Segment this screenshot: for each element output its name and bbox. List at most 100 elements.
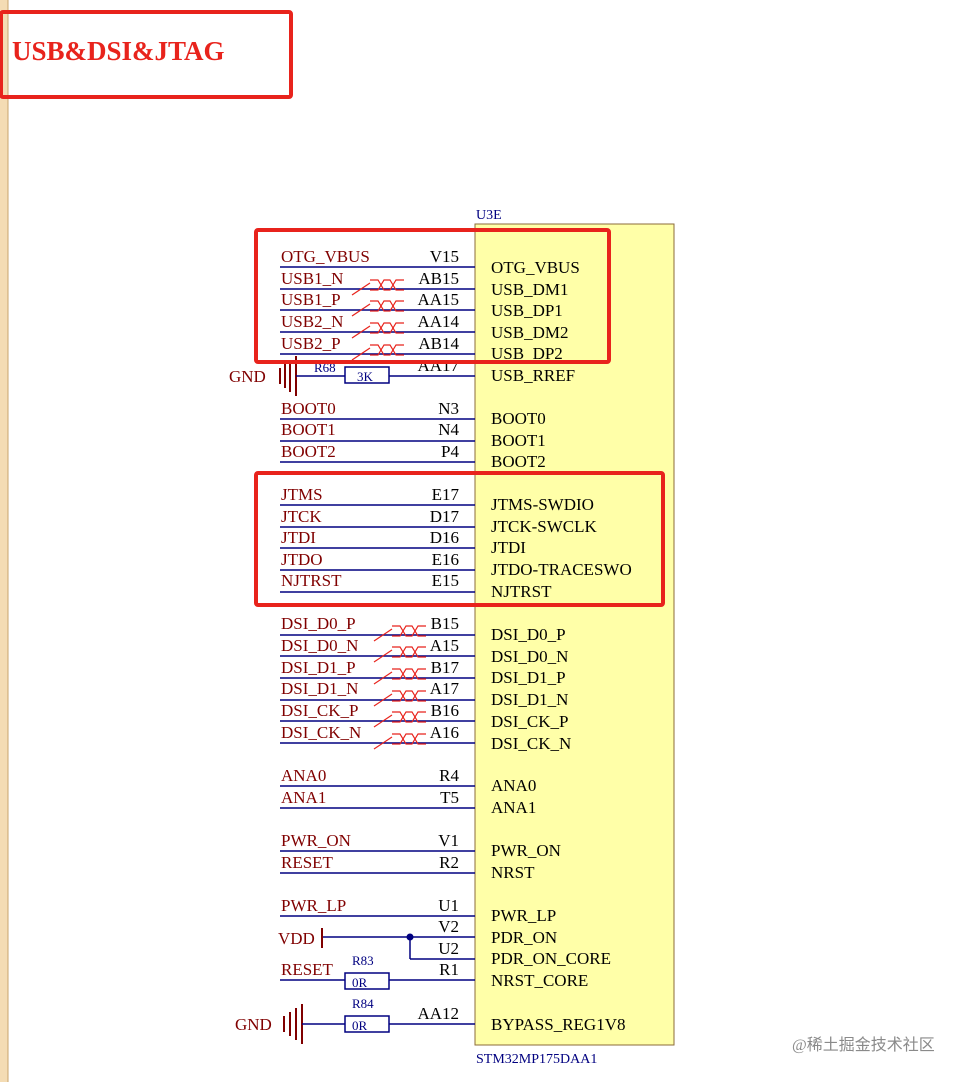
- net-label: PWR_LP: [281, 896, 346, 915]
- net-label: ANA0: [281, 766, 326, 785]
- gnd-label-usb: GND: [229, 367, 266, 386]
- resistor-r83: RESET R83 0R: [281, 953, 390, 990]
- ic-designator: U3E: [476, 208, 502, 223]
- pin-number: AA15: [417, 290, 459, 309]
- vdd-symbol: VDD: [278, 928, 414, 948]
- pin-number: E16: [432, 550, 459, 569]
- net-label: USB2_P: [281, 334, 341, 353]
- pin-number: T5: [440, 788, 459, 807]
- net-label: JTDO: [281, 550, 323, 569]
- pin-function-label: JTMS-SWDIO: [491, 495, 594, 514]
- pin-function-label: NRST: [491, 863, 535, 882]
- pin-number: V2: [438, 917, 459, 936]
- resistor-r84-value: 0R: [352, 1018, 368, 1033]
- highlight-jtag-pins: [254, 471, 665, 607]
- pin-number: B16: [431, 701, 459, 720]
- pin-function-label: USB_DP1: [491, 301, 563, 320]
- vdd-label: VDD: [278, 929, 315, 948]
- net-label: USB2_N: [281, 312, 343, 331]
- pin-number: N3: [438, 399, 459, 418]
- pin-number: N4: [438, 420, 459, 439]
- highlight-usb-pins: [254, 228, 611, 364]
- net-label: DSI_CK_P: [281, 701, 358, 720]
- pin-function-label: ANA0: [491, 776, 536, 795]
- pin-number: R2: [439, 853, 459, 872]
- net-label: USB1_N: [281, 269, 343, 288]
- resistor-r84: GND R84 0R: [235, 996, 390, 1044]
- pin-function-label: BOOT0: [491, 409, 546, 428]
- pin-number: R1: [439, 960, 459, 979]
- pin-function-label: DSI_D0_N: [491, 647, 568, 666]
- external-components: GND R68 3K VDD RESET R83 0R GND: [229, 356, 414, 1044]
- resistor-r68-value: 3K: [357, 369, 374, 384]
- pin-function-label: DSI_D1_P: [491, 668, 566, 687]
- net-label: DSI_D1_P: [281, 658, 356, 677]
- pin-number: A16: [430, 723, 459, 742]
- pin-number: E17: [432, 485, 460, 504]
- pin-number: AA12: [417, 1004, 459, 1023]
- pin-number: AA17: [417, 356, 459, 375]
- sheet-margin-strip: [0, 0, 8, 1082]
- net-label: OTG_VBUS: [281, 247, 370, 266]
- pin-function-label: DSI_D1_N: [491, 690, 568, 709]
- pin-function-label: DSI_CK_P: [491, 712, 568, 731]
- pin-number: P4: [441, 442, 459, 461]
- net-label: DSI_D0_N: [281, 636, 358, 655]
- resistor-r83-ref: R83: [352, 953, 374, 968]
- pin-function-label: USB_DP2: [491, 344, 563, 363]
- net-label: RESET: [281, 853, 334, 872]
- resistor-r84-ref: R84: [352, 996, 374, 1011]
- pin-function-label: OTG_VBUS: [491, 258, 580, 277]
- pin-number: U2: [438, 939, 459, 958]
- gnd-label-bypass: GND: [235, 1015, 272, 1034]
- net-label: BOOT2: [281, 442, 336, 461]
- pin-function-label: BOOT1: [491, 431, 546, 450]
- pin-function-label: BYPASS_REG1V8: [491, 1015, 625, 1034]
- pin-function-label: PWR_LP: [491, 906, 556, 925]
- reset-net-label: RESET: [281, 960, 334, 979]
- pin-number: A15: [430, 636, 459, 655]
- watermark: @稀土掘金技术社区: [792, 1036, 935, 1054]
- resistor-r83-value: 0R: [352, 975, 368, 990]
- pin-function-label: JTDI: [491, 538, 526, 557]
- pin-number: V15: [430, 247, 459, 266]
- pin-number: U1: [438, 896, 459, 915]
- net-label: ANA1: [281, 788, 326, 807]
- pin-function-label: JTCK-SWCLK: [491, 517, 598, 536]
- pin-number: AA14: [417, 312, 459, 331]
- pin-function-label: BOOT2: [491, 452, 546, 471]
- pin-number: R4: [439, 766, 459, 785]
- pin-number: A17: [430, 679, 460, 698]
- net-label: JTDI: [281, 528, 316, 547]
- net-label: NJTRST: [281, 571, 342, 590]
- pin-function-label: USB_RREF: [491, 366, 575, 385]
- net-label: JTCK: [281, 507, 322, 526]
- pin-number: B17: [431, 658, 460, 677]
- highlight-title: [0, 10, 293, 99]
- pin-function-label: DSI_CK_N: [491, 734, 571, 753]
